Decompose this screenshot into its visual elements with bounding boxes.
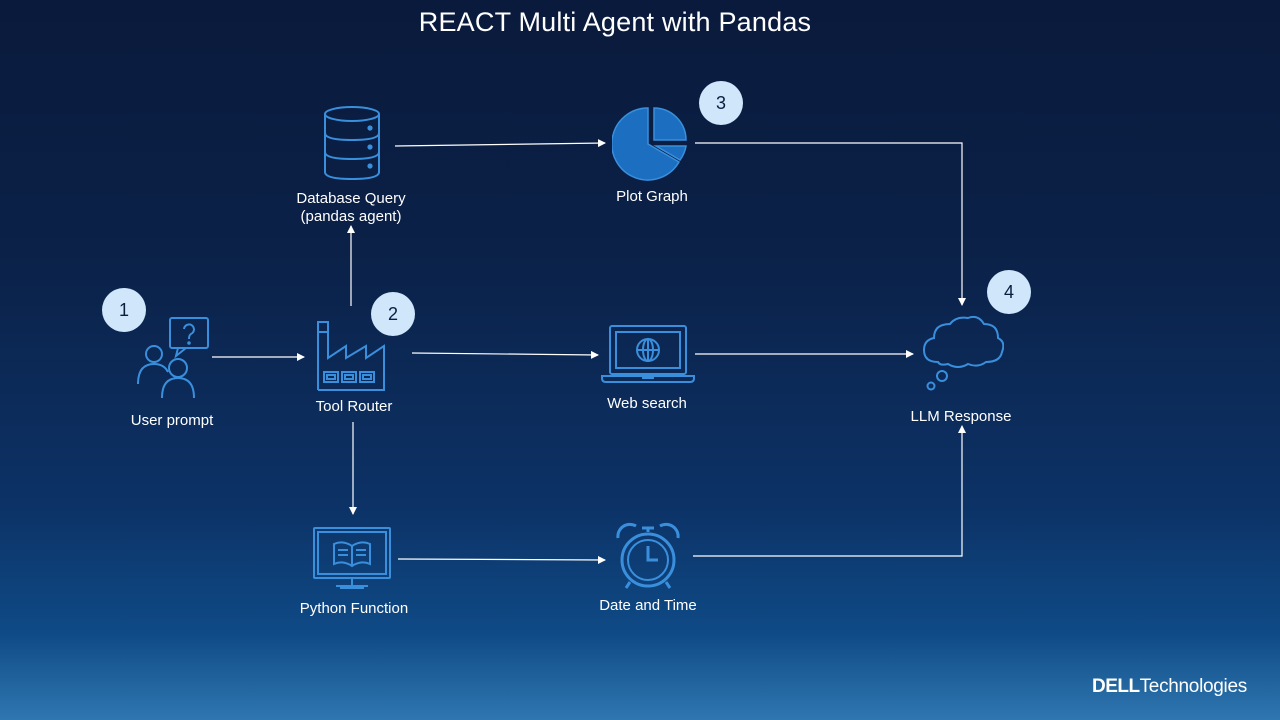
alarm-clock-icon [616,522,680,589]
factory-icon [317,321,385,391]
arrow-python-to-datetime [397,555,606,564]
label-user-prompt: User prompt [130,412,214,429]
arrow-plot-to-llm [695,142,966,306]
step-badge-2: 2 [371,292,415,336]
step-badge-3: 3 [699,81,743,125]
monitor-book-icon [313,527,391,589]
label-database-query-line1: Database Query [296,190,406,207]
thought-cloud-icon [922,315,1004,391]
laptop-globe-icon [601,325,695,383]
label-python-function: Python Function [299,600,409,617]
arrow-router-to-websearch [411,350,599,359]
label-database-query: Database Query (pandas agent) [296,190,405,226]
pie-chart-icon [612,107,687,181]
diagram-title: REACT Multi Agent with Pandas [418,7,812,37]
arrow-datetime-to-llm [693,425,966,557]
label-llm-response: LLM Response [910,408,1012,425]
step-badge-4: 4 [987,270,1031,314]
database-icon [324,106,380,181]
logo-suffix: Technologies [1139,676,1248,697]
arrow-database-to-plot [394,139,606,148]
logo-brand: DELL [1092,676,1140,697]
users-question-icon [137,317,209,399]
label-date-and-time: Date and Time [599,597,697,614]
label-web-search: Web search [607,395,687,412]
step-badge-1: 1 [102,288,146,332]
label-tool-router: Tool Router [315,398,393,415]
label-database-query-line2: (pandas agent) [300,208,402,225]
label-plot-graph: Plot Graph [616,188,688,205]
dell-technologies-logo: DELLTechnologies [1092,676,1247,698]
